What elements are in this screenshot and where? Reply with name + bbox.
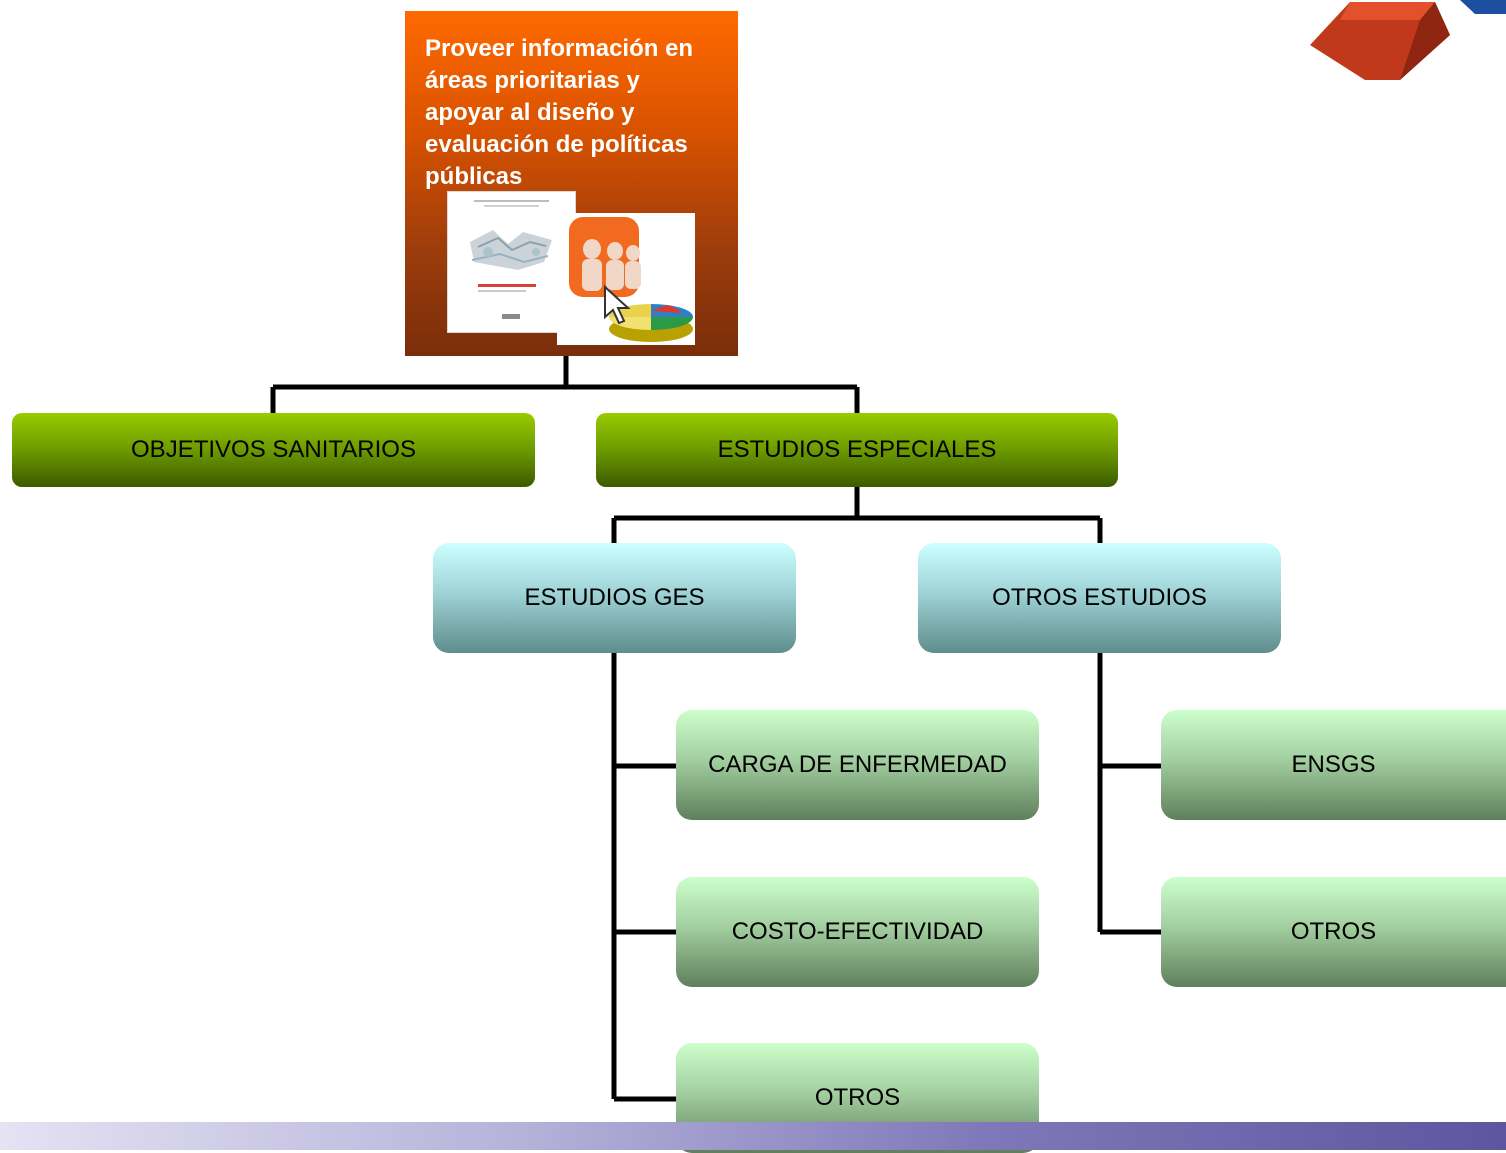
node-costo-efectividad-label: COSTO-EFECTIVIDAD [731,918,984,945]
node-estudios-ges-label: ESTUDIOS GES [524,584,705,611]
node-costo-efectividad: COSTO-EFECTIVIDAD [676,877,1039,987]
root-node-text: Proveer información en áreas prioritaria… [425,35,694,190]
document-thumbnail-image [447,191,576,333]
node-carga-de-enfermedad: CARGA DE ENFERMEDAD [676,710,1039,820]
node-otros-estudios: OTROS ESTUDIOS [918,543,1281,653]
institution-logo [1310,0,1506,80]
footer-gradient-band [0,1122,1506,1150]
node-objetivos-sanitarios-label: OBJETIVOS SANITARIOS [131,436,416,463]
node-ensgs-label: ENSGS [1291,751,1376,778]
node-ensgs: ENSGS [1161,710,1506,820]
people-pie-chart-thumbnail-image [557,213,695,345]
node-estudios-ges: ESTUDIOS GES [433,543,796,653]
node-carga-de-enfermedad-label: CARGA DE ENFERMEDAD [708,751,1007,778]
node-ges-otros-label: OTROS [814,1084,901,1111]
node-otros-estudios-label: OTROS ESTUDIOS [992,584,1207,611]
node-otros-estudios-otros-label: OTROS [1290,918,1377,945]
node-objetivos-sanitarios: OBJETIVOS SANITARIOS [12,413,535,487]
node-estudios-especiales-label: ESTUDIOS ESPECIALES [717,436,997,463]
node-otros-estudios-otros: OTROS [1161,877,1506,987]
root-node: Proveer información en áreas prioritaria… [405,11,738,356]
node-estudios-especiales: ESTUDIOS ESPECIALES [596,413,1118,487]
